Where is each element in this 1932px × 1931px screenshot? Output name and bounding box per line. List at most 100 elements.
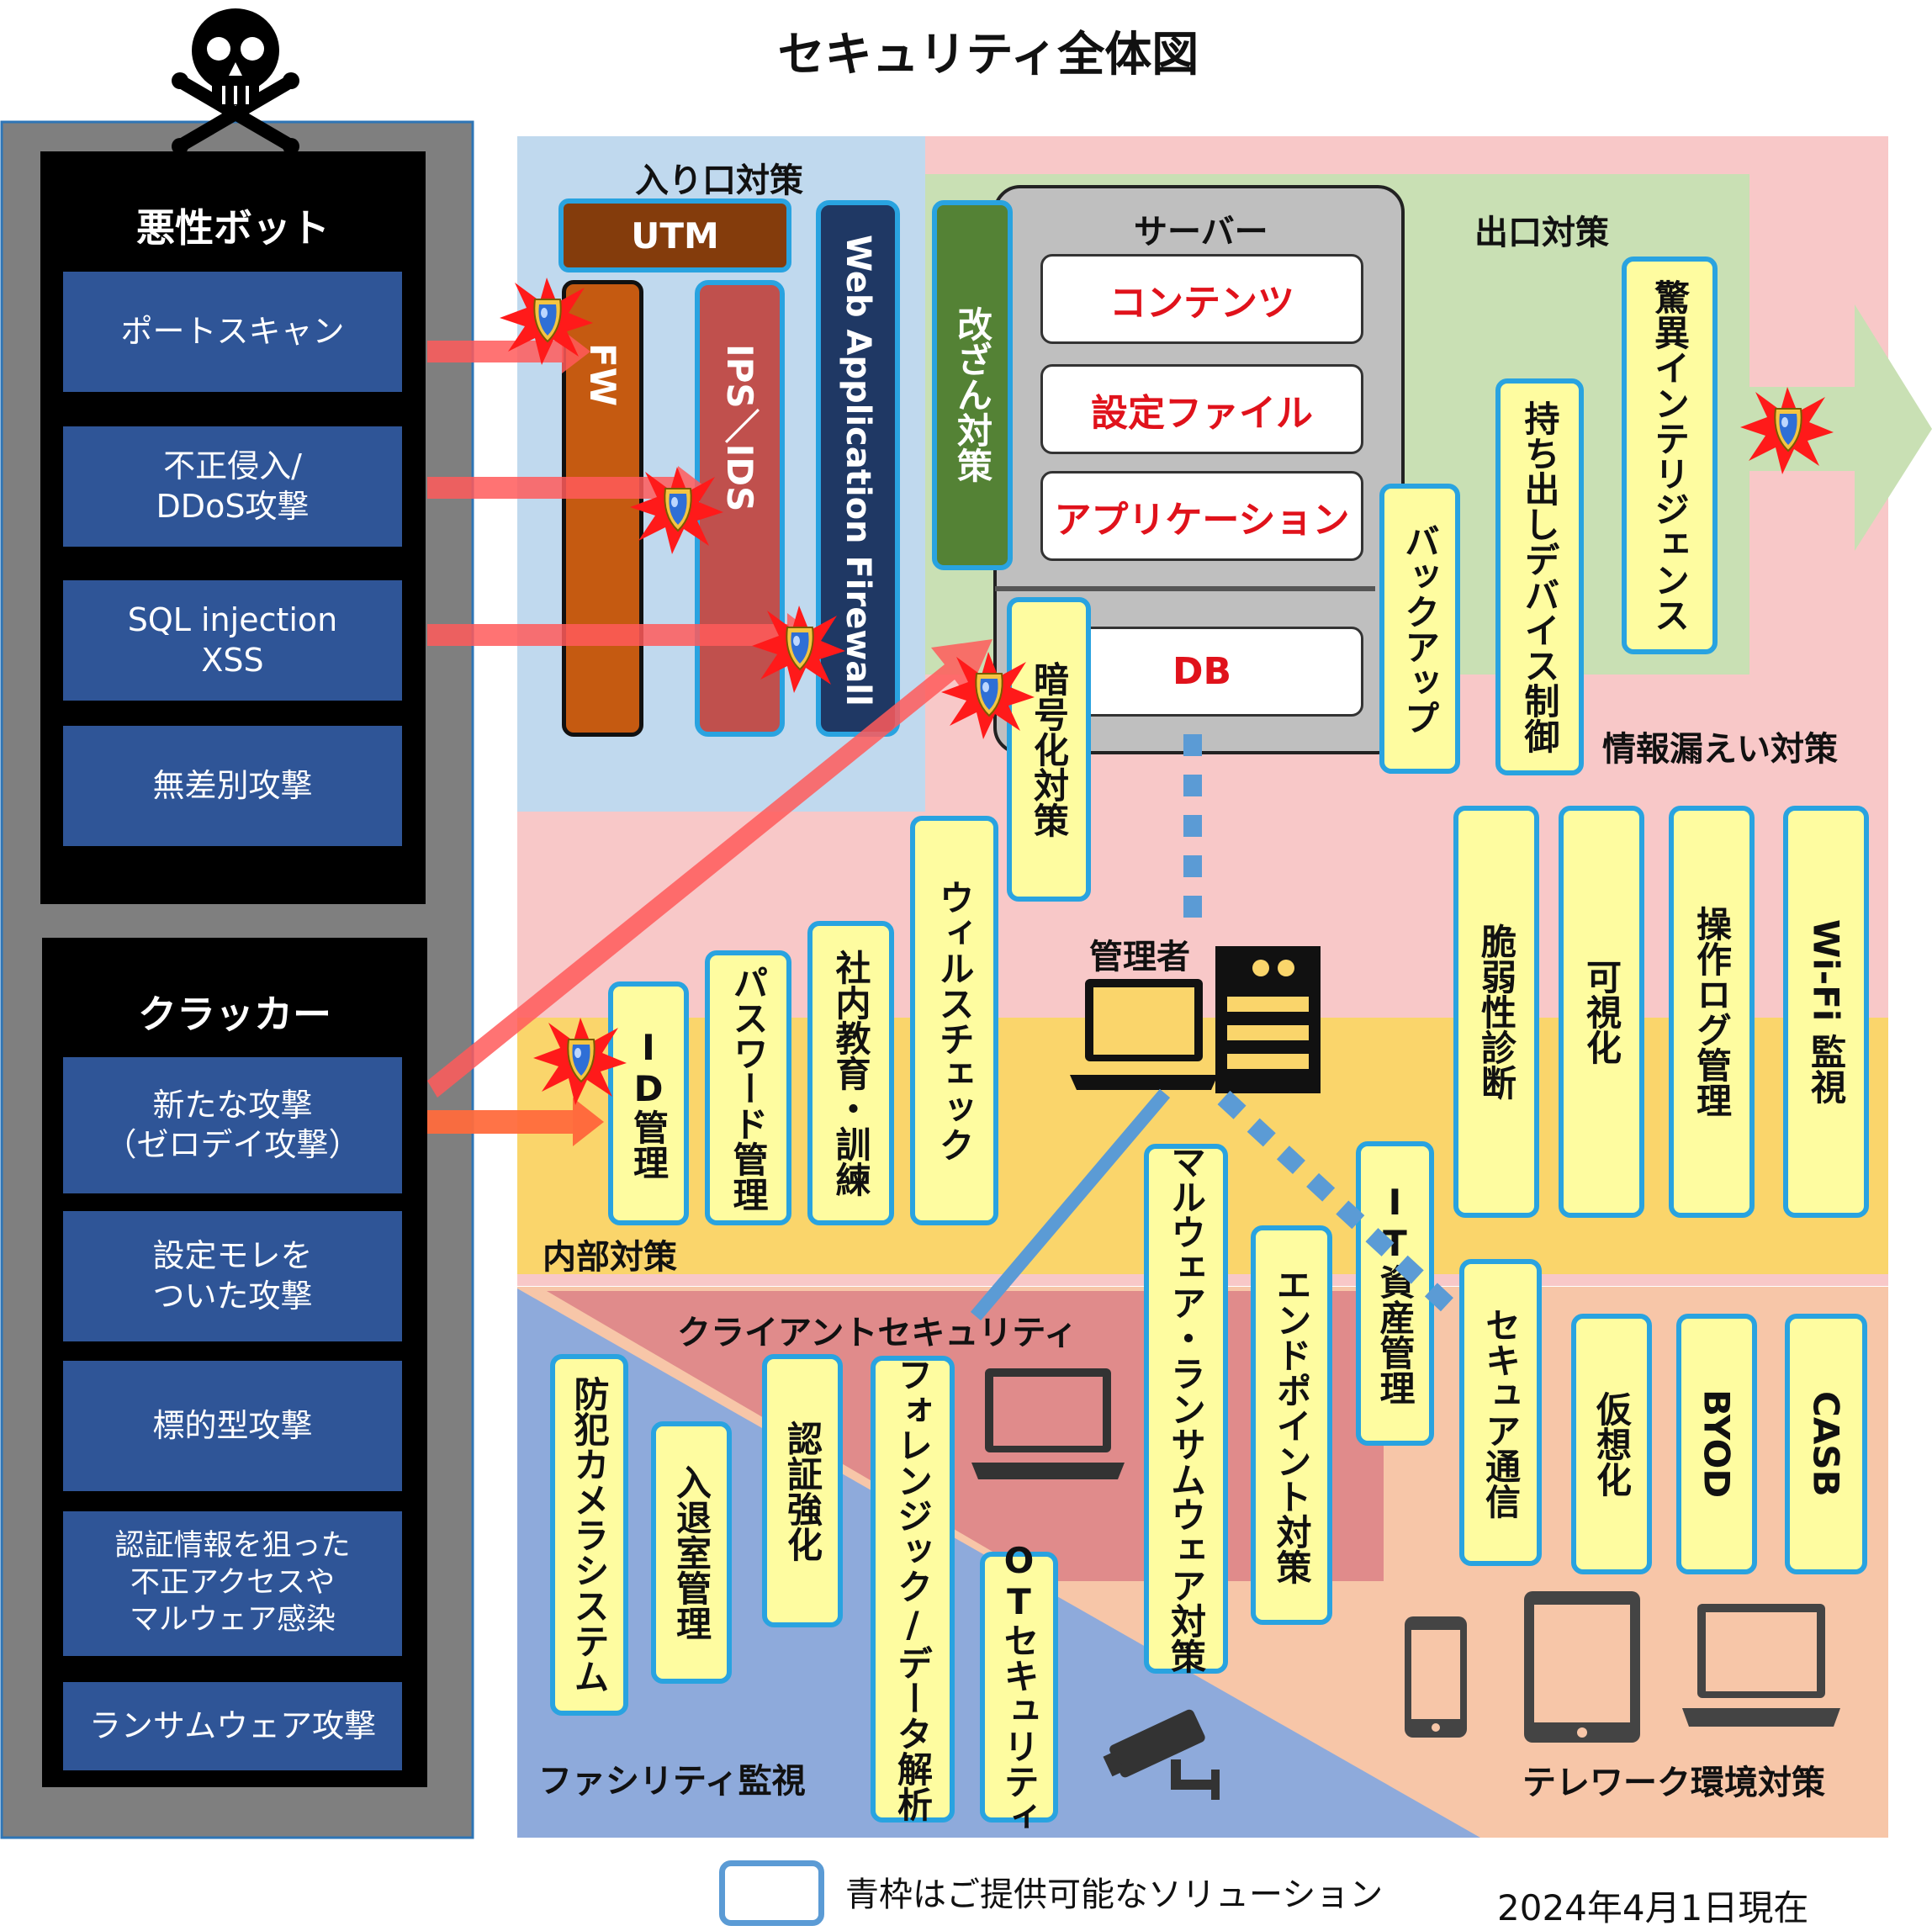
ot-security-box: OTセキュリティ (980, 1540, 1058, 1834)
endpoint-box: エンドポイント対策 (1251, 1225, 1332, 1625)
device-control-box: 持ち出しデバイス制御 (1495, 378, 1584, 775)
auth-strengthen-label: 認証強化 (781, 1420, 823, 1562)
db-label: DB (1172, 650, 1232, 693)
password-management-label: パスワード管理 (728, 964, 769, 1212)
admin-label: 管理者 (1089, 938, 1190, 976)
tamper-label: 改ざん対策 (951, 306, 993, 483)
waf-box: Web Application Firewall (816, 200, 900, 737)
endpoint-label: エンドポイント対策 (1271, 1266, 1312, 1584)
threat-intel-label: 驚異インテリジェンス (1649, 278, 1691, 632)
admin-laptop-icon (1070, 979, 1218, 1090)
facility-label: ファシリティ監視 (538, 1762, 806, 1801)
visualization-box: 可視化 (1559, 806, 1644, 1218)
room-access-label: 入退室管理 (670, 1464, 712, 1641)
threat-targeted: 標的型攻撃 (63, 1361, 402, 1491)
threat-random: 無差別攻撃 (63, 726, 402, 846)
security-camera-icon (1103, 1709, 1220, 1800)
exit-arrow (1749, 304, 1932, 551)
threat-label: 設定モレを ついた攻撃 (152, 1237, 313, 1315)
date-stamp: 2024年4月1日現在 (1497, 1887, 1809, 1928)
legend-swatch (719, 1860, 824, 1926)
ips-box: IPS／IDS (695, 280, 785, 737)
threat-port-scan: ポートスキャン (63, 272, 402, 392)
anti-malware-label: マルウェア・ランサムウェア対策 (1165, 1144, 1207, 1674)
threat-credential: 認証情報を狙った 不正アクセスや マルウェア感染 (63, 1511, 402, 1656)
threat-label: 新たな攻撃 （ゼロデイ攻撃） (104, 1086, 361, 1164)
virus-check-label: ウィルスチェック (934, 879, 975, 1162)
threat-label: 不正侵入/ DDoS攻撃 (156, 447, 310, 525)
it-asset-box: IT資産管理 (1356, 1141, 1434, 1446)
utm-label: UTM (631, 214, 719, 257)
server-label: サーバー (1134, 213, 1268, 251)
device-control-label: 持ち出しデバイス制御 (1519, 400, 1560, 754)
virtualization-label: 仮想化 (1591, 1391, 1633, 1497)
threat-label: ランサムウェア攻撃 (88, 1706, 377, 1744)
server-contents: コンテンツ (1040, 254, 1363, 344)
wifi-monitor-box: Wi-Fi 監視 (1783, 806, 1869, 1218)
threat-ddos: 不正侵入/ DDoS攻撃 (63, 426, 402, 547)
secure-comm-label: セキュア通信 (1479, 1306, 1522, 1519)
client-label: クライアントセキュリティ (677, 1314, 1077, 1352)
training-box: 社内教育・訓練 (807, 921, 894, 1225)
secure-comm-box: セキュア通信 (1459, 1259, 1542, 1566)
fw-box: FW (562, 280, 643, 737)
anti-malware-box: マルウェア・ランサムウェア対策 (1144, 1144, 1228, 1674)
page-title: セキュリティ全体図 (777, 28, 1199, 82)
threat-label: SQL injection XSS (127, 601, 338, 679)
threat-label: 標的型攻撃 (152, 1406, 313, 1444)
password-management-box: パスワード管理 (705, 950, 791, 1225)
byod-box: BYOD (1676, 1314, 1757, 1574)
leak-label: 情報漏えい対策 (1602, 730, 1838, 769)
skull-crossbones-icon (172, 8, 299, 151)
camera-system-box: 防犯カメラシステム (550, 1354, 628, 1716)
server-application: アプリケーション (1040, 471, 1363, 561)
threat-label: 認証情報を狙った 不正アクセスや マルウェア感染 (114, 1529, 351, 1637)
server-item-label: アプリケーション (1054, 498, 1350, 542)
threat-ransomware: ランサムウェア攻撃 (63, 1682, 402, 1770)
waf-label: Web Application Firewall (839, 235, 877, 706)
client-laptop-icon (971, 1368, 1125, 1479)
ot-security-label: OTセキュリティ (998, 1540, 1040, 1834)
ips-label: IPS／IDS (719, 344, 760, 512)
room-access-box: 入退室管理 (651, 1421, 732, 1684)
visualization-label: 可視化 (1580, 959, 1622, 1065)
legend-text: 青枠はご提供可能なソリューション (845, 1875, 1384, 1914)
threat-sqli-xss: SQL injection XSS (63, 580, 402, 701)
server-rack-icon (1215, 946, 1321, 1093)
encryption-box: 暗号化対策 (1007, 597, 1091, 902)
threat-label: ポートスキャン (120, 312, 345, 350)
telework-laptop-icon (1682, 1604, 1840, 1727)
bot-panel-title: 悪性ボット (136, 205, 330, 251)
fw-label: FW (582, 343, 623, 407)
exit-label: 出口対策 (1474, 214, 1609, 252)
server-db: DB (1040, 627, 1363, 717)
forensics-label: フォレンジック/データ解析 (892, 1357, 934, 1822)
forensics-box: フォレンジック/データ解析 (871, 1356, 955, 1823)
training-label: 社内教育・訓練 (830, 950, 871, 1197)
wifi-monitor-label: Wi-Fi 監視 (1805, 919, 1847, 1104)
it-asset-label: IT資産管理 (1374, 1182, 1416, 1405)
camera-system-label: 防犯カメラシステム (569, 1376, 610, 1694)
op-log-box: 操作ログ管理 (1669, 806, 1755, 1218)
server-item-label: 設定ファイル (1091, 391, 1313, 435)
casb-label: CASB (1805, 1391, 1847, 1497)
threat-intel-box: 驚異インテリジェンス (1622, 257, 1718, 654)
op-log-label: 操作ログ管理 (1691, 906, 1733, 1118)
byod-label: BYOD (1696, 1389, 1738, 1499)
tablet-icon (1524, 1591, 1640, 1743)
threat-zero-day: 新たな攻撃 （ゼロデイ攻撃） (63, 1057, 402, 1193)
telework-label: テレワーク環境対策 (1522, 1764, 1825, 1802)
server-config-file: 設定ファイル (1040, 364, 1363, 454)
tamper-box: 改ざん対策 (932, 200, 1013, 570)
entrance-label: 入り口対策 (635, 161, 803, 200)
id-management-box: ID管理 (608, 981, 689, 1225)
auth-strengthen-box: 認証強化 (762, 1354, 843, 1627)
threat-misconfig: 設定モレを ついた攻撃 (63, 1211, 402, 1341)
smartphone-icon (1405, 1616, 1467, 1738)
virus-check-box: ウィルスチェック (910, 816, 998, 1225)
encryption-label: 暗号化対策 (1028, 661, 1070, 838)
internal-label: 内部対策 (543, 1238, 677, 1277)
server-item-label: コンテンツ (1109, 281, 1294, 325)
backup-box: バックアップ (1379, 484, 1460, 774)
vuln-assessment-box: 脆弱性診断 (1453, 806, 1539, 1218)
